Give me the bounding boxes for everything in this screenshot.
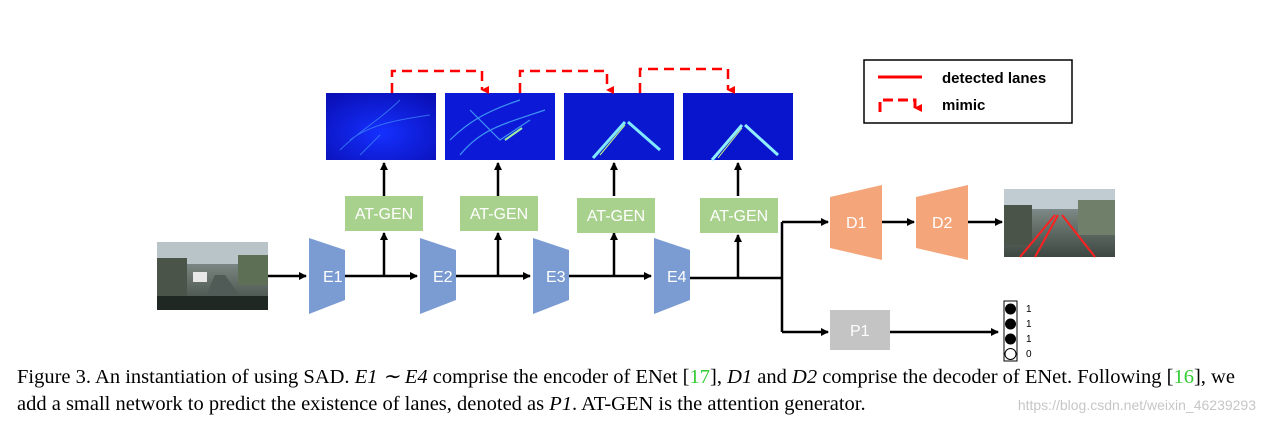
encoder-e4: E4	[654, 238, 690, 314]
encoder-e1: E1	[309, 238, 345, 314]
svg-text:0: 0	[1026, 349, 1032, 360]
svg-text:E2: E2	[433, 269, 453, 286]
citation-16[interactable]: 16	[1173, 366, 1194, 388]
svg-text:detected lanes: detected lanes	[942, 70, 1046, 87]
caption-d2: D2	[792, 366, 818, 388]
caption-part1: Figure 3. An instantiation of using SAD.	[17, 366, 355, 388]
mimic-arrows	[390, 67, 735, 94]
svg-text:D2: D2	[932, 215, 953, 232]
caption-part6: ], we add a small network to predict the…	[17, 366, 1235, 415]
caption-p1: P1	[549, 393, 573, 415]
figure-caption: Figure 3. An instantiation of using SAD.…	[17, 364, 1253, 418]
caption-part7: . AT-GEN is the attention generator.	[572, 393, 866, 415]
encoder-e3: E3	[533, 238, 569, 314]
svg-text:1: 1	[1026, 319, 1032, 330]
caption-part3: ],	[710, 366, 728, 388]
attention-map-2	[445, 93, 555, 160]
caption-part4: and	[752, 366, 793, 388]
svg-text:AT-GEN: AT-GEN	[587, 208, 645, 225]
svg-text:1: 1	[1026, 334, 1032, 345]
svg-text:D1: D1	[846, 215, 867, 232]
svg-text:AT-GEN: AT-GEN	[355, 206, 413, 223]
watermark: https://blog.csdn.net/weixin_46239293	[1017, 397, 1256, 413]
svg-text:mimic: mimic	[942, 97, 985, 114]
svg-text:E1: E1	[323, 269, 343, 286]
caption-part5: comprise the decoder of ENet. Following …	[817, 366, 1174, 388]
citation-17[interactable]: 17	[689, 366, 711, 388]
at-gen-2: AT-GEN	[460, 196, 538, 231]
attention-map-1	[326, 93, 436, 160]
sad-architecture-diagram: E1 E2 E3 E4 AT-GEN	[157, 59, 1115, 362]
input-road-image	[157, 242, 268, 310]
at-gen-1: AT-GEN	[345, 196, 423, 231]
svg-text:P1: P1	[850, 323, 870, 340]
svg-text:AT-GEN: AT-GEN	[470, 206, 528, 223]
decoder-d2: D2	[916, 185, 968, 260]
flow-arrows	[268, 162, 1003, 336]
existence-vector: 1 1 1 0	[1003, 300, 1032, 362]
svg-text:AT-GEN: AT-GEN	[710, 208, 768, 225]
svg-text:E4: E4	[667, 269, 687, 286]
decoder-d1: D1	[830, 185, 882, 260]
at-gen-4: AT-GEN	[700, 198, 778, 233]
attention-map-4	[683, 93, 793, 161]
encoder-e2: E2	[420, 238, 456, 314]
svg-text:E3: E3	[546, 269, 566, 286]
caption-d1: D1	[727, 366, 753, 388]
legend: detected lanes mimic	[863, 59, 1073, 124]
caption-part2: comprise the encoder of ENet [	[427, 366, 690, 388]
svg-text:1: 1	[1026, 304, 1032, 315]
caption-e1e4: E1 ∼ E4	[354, 366, 428, 388]
attention-map-3	[564, 93, 674, 160]
at-gen-3: AT-GEN	[577, 198, 655, 233]
output-lane-image	[1004, 189, 1115, 258]
predictor-p1: P1	[830, 310, 890, 350]
